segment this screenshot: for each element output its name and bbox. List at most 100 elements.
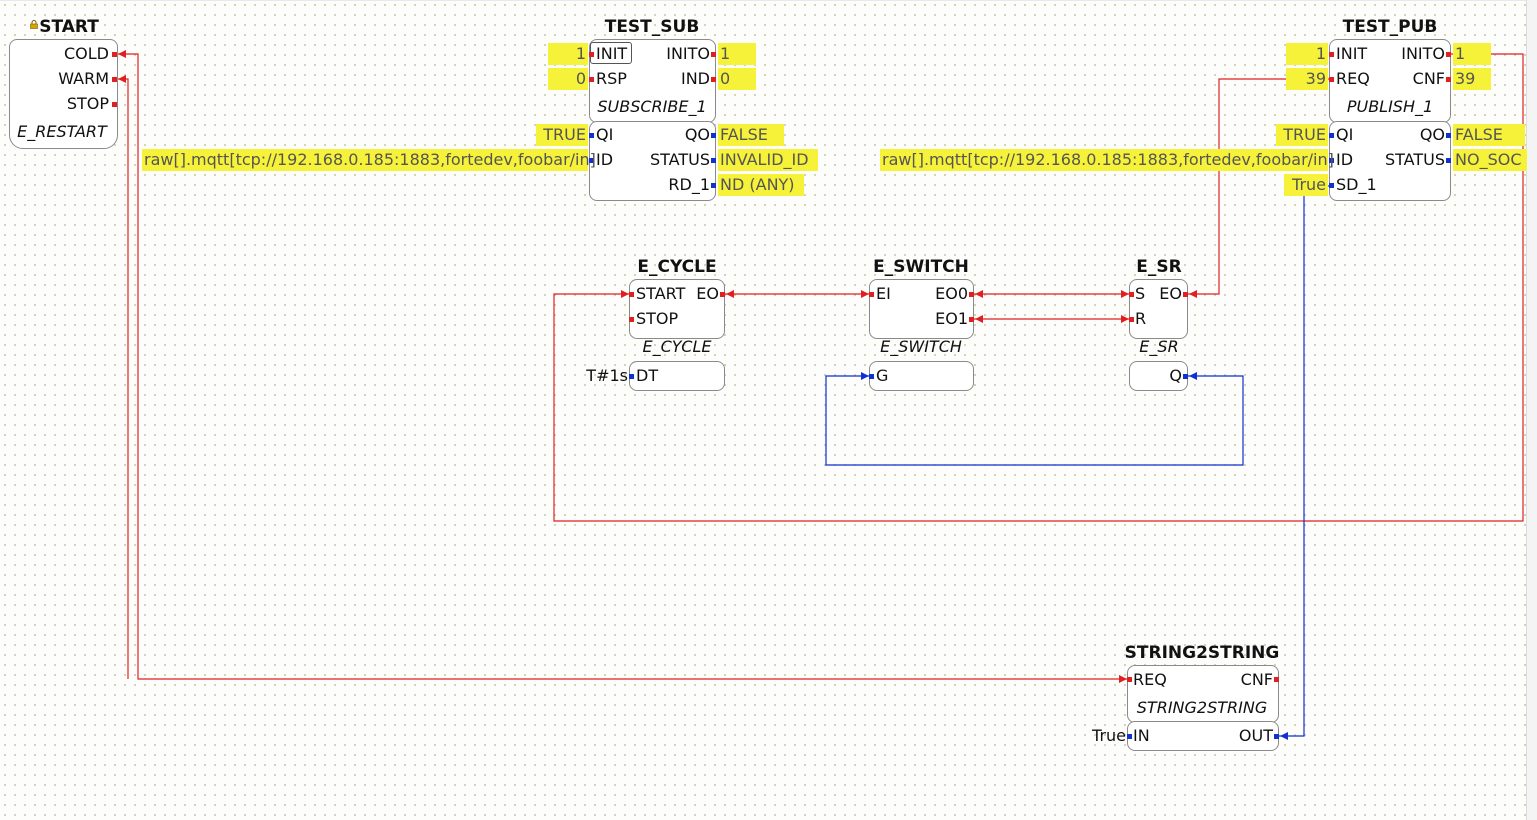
- test-pub-data-section[interactable]: [1329, 121, 1451, 201]
- test-sub-init-port[interactable]: [589, 52, 594, 57]
- vertical-scrollbar[interactable]: [1526, 0, 1537, 820]
- e-cycle-eo-port[interactable]: [720, 292, 725, 297]
- test-pub-inito-value[interactable]: 1: [1453, 43, 1491, 65]
- string2string-in-port[interactable]: [1127, 734, 1132, 739]
- string2string-data-section[interactable]: [1127, 721, 1279, 751]
- test-pub-input-req: REQ: [1336, 69, 1370, 88]
- string2string-req-port[interactable]: [1127, 677, 1132, 682]
- test-sub-output-ind: IND: [680, 69, 710, 88]
- e-cycle-start-port[interactable]: [629, 292, 634, 297]
- e-switch-ei-port[interactable]: [869, 292, 874, 297]
- test-pub-qo-port[interactable]: [1446, 133, 1451, 138]
- test-pub-sd1-value[interactable]: True: [1284, 174, 1328, 196]
- string2string-input-in: IN: [1133, 726, 1150, 745]
- test-sub-ind-port[interactable]: [711, 77, 716, 82]
- e-switch-input-g: G: [876, 366, 889, 385]
- e-cycle-input-start: START: [636, 284, 686, 303]
- start-block-type: E_RESTART: [17, 122, 107, 141]
- string2string-out-port[interactable]: [1274, 734, 1279, 739]
- test-sub-qo-value[interactable]: FALSE: [718, 124, 784, 146]
- test-pub-id-value[interactable]: raw[].mqtt[tcp://192.168.0.185:1883,fort…: [880, 149, 1334, 171]
- test-pub-inito-port[interactable]: [1446, 52, 1451, 57]
- e-switch-event-section[interactable]: [869, 279, 974, 339]
- e-sr-eo-port[interactable]: [1183, 292, 1188, 297]
- test-sub-status-port[interactable]: [711, 158, 716, 163]
- test-pub-input-init: INIT: [1336, 44, 1368, 63]
- e-sr-data-section[interactable]: [1129, 361, 1188, 391]
- string2string-output-out: OUT: [1238, 726, 1273, 745]
- test-sub-rd1-value[interactable]: ND (ANY): [718, 174, 804, 196]
- string2string-cnf-port[interactable]: [1274, 677, 1279, 682]
- wire-start-warm-to-string2string-req: [118, 78, 129, 679]
- e-sr-q-port[interactable]: [1183, 374, 1188, 379]
- e-sr-input-s: S: [1135, 284, 1146, 303]
- test-sub-output-rd1: RD_1: [668, 175, 710, 194]
- e-cycle-dt-port[interactable]: [629, 374, 634, 379]
- test-sub-id-value[interactable]: raw[].mqtt[tcp://192.168.0.185:1883,fort…: [142, 149, 596, 171]
- test-pub-qo-value[interactable]: FALSE: [1453, 124, 1525, 146]
- test-sub-ind-value[interactable]: 0: [718, 68, 756, 90]
- e-switch-eo0-port[interactable]: [969, 292, 974, 297]
- test-sub-id-port[interactable]: [589, 158, 594, 163]
- test-pub-req-value[interactable]: 39: [1286, 68, 1328, 90]
- test-pub-cnf-value[interactable]: 39: [1453, 68, 1491, 90]
- test-pub-sd1-port[interactable]: [1329, 183, 1334, 188]
- e-switch-eo1-port[interactable]: [969, 317, 974, 322]
- test-pub-status-value[interactable]: NO_SOC: [1453, 149, 1527, 171]
- start-block[interactable]: [9, 39, 118, 149]
- test-pub-name: TEST_PUB: [1342, 17, 1438, 37]
- test-pub-init-value[interactable]: 1: [1286, 43, 1328, 65]
- e-switch-data-section[interactable]: [869, 361, 974, 391]
- test-sub-qi-port[interactable]: [589, 133, 594, 138]
- test-sub-input-qi: QI: [596, 125, 614, 144]
- test-sub-qi-value[interactable]: TRUE: [536, 124, 588, 146]
- test-pub-req-port[interactable]: [1329, 77, 1334, 82]
- e-sr-input-r: R: [1135, 309, 1147, 328]
- test-pub-event-section[interactable]: [1329, 39, 1451, 123]
- e-sr-output-q: Q: [1169, 366, 1182, 385]
- string2string-in-value[interactable]: True: [1092, 726, 1126, 745]
- test-sub-inito-port[interactable]: [711, 52, 716, 57]
- start-stop-port[interactable]: [112, 102, 117, 107]
- start-warm-port[interactable]: [112, 77, 117, 82]
- test-pub-cnf-port[interactable]: [1446, 77, 1451, 82]
- e-cycle-event-section[interactable]: [629, 279, 725, 339]
- test-sub-qo-port[interactable]: [711, 133, 716, 138]
- test-sub-rd1-port[interactable]: [711, 183, 716, 188]
- e-switch-input-ei: EI: [876, 284, 891, 303]
- test-sub-input-id: ID: [596, 150, 614, 169]
- test-pub-init-port[interactable]: [1329, 52, 1334, 57]
- e-sr-event-section[interactable]: [1129, 279, 1188, 339]
- test-pub-output-status: STATUS: [1384, 150, 1445, 169]
- test-pub-qi-port[interactable]: [1329, 133, 1334, 138]
- test-sub-rsp-port[interactable]: [589, 77, 594, 82]
- test-pub-qi-value[interactable]: TRUE: [1276, 124, 1328, 146]
- e-sr-r-port[interactable]: [1129, 317, 1134, 322]
- lock-icon: [30, 20, 38, 29]
- test-pub-type: PUBLISH_1: [1346, 97, 1434, 116]
- string2string-name: STRING2STRING: [1124, 643, 1280, 663]
- test-pub-input-sd1: SD_1: [1336, 175, 1377, 194]
- wire-string2string-out-to-testpub-sd1: [1279, 185, 1329, 737]
- test-sub-status-value[interactable]: INVALID_ID: [718, 149, 818, 171]
- start-output-stop: STOP: [66, 94, 109, 113]
- e-cycle-data-section[interactable]: [629, 361, 725, 391]
- test-pub-id-port[interactable]: [1329, 158, 1334, 163]
- e-cycle-stop-port[interactable]: [629, 317, 634, 322]
- test-pub-status-port[interactable]: [1446, 158, 1451, 163]
- start-cold-port[interactable]: [112, 52, 117, 57]
- e-sr-name: E_SR: [1136, 257, 1182, 277]
- e-sr-s-port[interactable]: [1129, 292, 1134, 297]
- test-pub-output-inito: INITO: [1401, 44, 1445, 63]
- start-block-name: START: [39, 17, 99, 37]
- test-sub-inito-value[interactable]: 1: [718, 43, 756, 65]
- e-cycle-dt-value[interactable]: T#1s: [586, 366, 628, 385]
- test-sub-input-rsp: RSP: [596, 69, 627, 88]
- e-cycle-type: E_CYCLE: [642, 337, 712, 356]
- e-switch-g-port[interactable]: [869, 374, 874, 379]
- e-cycle-input-dt: DT: [636, 366, 659, 385]
- test-sub-rsp-value[interactable]: 0: [548, 68, 588, 90]
- e-switch-output-eo0: EO0: [935, 284, 968, 303]
- string2string-event-section[interactable]: [1127, 665, 1279, 723]
- test-sub-init-value[interactable]: 1: [548, 43, 588, 65]
